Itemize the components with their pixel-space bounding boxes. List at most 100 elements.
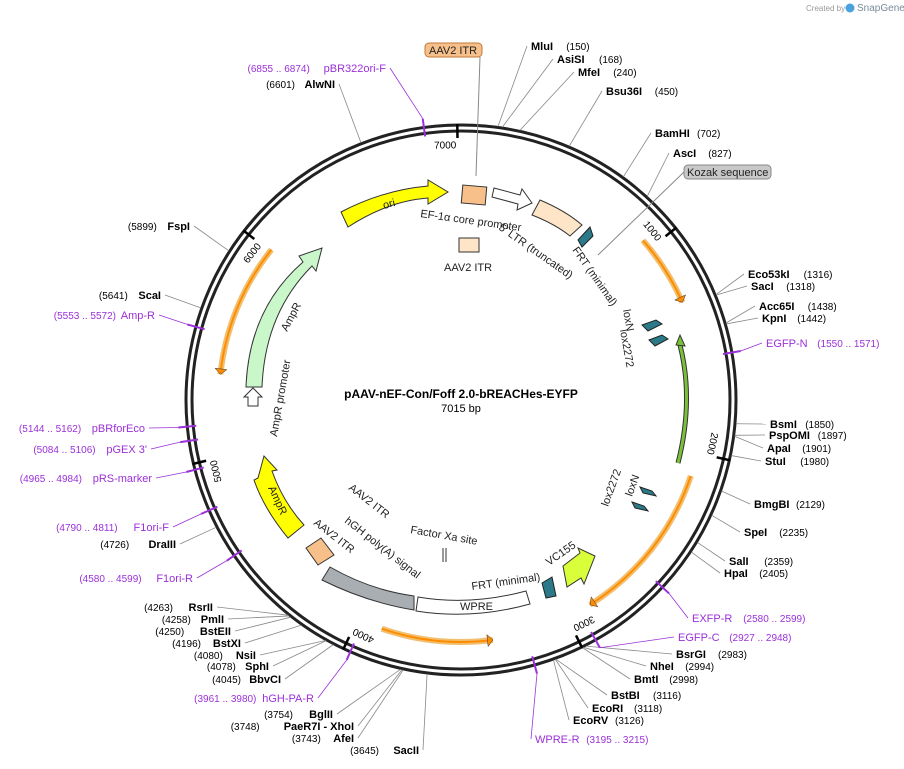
site-name[interactable]: ScaI — [138, 290, 161, 302]
site-name[interactable]: MfeI — [578, 67, 600, 79]
primer-name[interactable]: EXFP-R — [692, 613, 732, 625]
lox2272-bottom-label: lox2272 — [600, 468, 624, 508]
orf-arc-4[interactable] — [219, 248, 273, 375]
primer-range: (3961 .. 3980) — [194, 694, 256, 705]
primer-marker-1[interactable] — [722, 349, 741, 356]
orf-arc-3[interactable] — [381, 627, 494, 643]
primer-name[interactable]: WPRE-R — [535, 734, 580, 746]
primer-marker-2[interactable] — [655, 580, 670, 595]
site-name[interactable]: DraIII — [148, 539, 176, 551]
ori-arrow[interactable] — [340, 179, 449, 228]
orf-arc-2[interactable] — [589, 475, 692, 606]
ampr-arrow[interactable] — [245, 247, 323, 388]
site-name[interactable]: PaeR7I - XhoI — [284, 721, 354, 733]
primer-marker-4[interactable] — [531, 656, 538, 674]
site-position: (4078) — [207, 662, 236, 673]
aav2-itr-bottom-box[interactable] — [305, 537, 335, 566]
site-name[interactable]: BstBI — [611, 690, 640, 702]
site-name[interactable]: BmtI — [634, 674, 658, 686]
aav2-itr-mid-box[interactable] — [458, 237, 480, 253]
primer-marker-8[interactable] — [186, 466, 204, 473]
site-name[interactable]: SacII — [393, 745, 419, 757]
ampr-promoter-label: AmpR promoter — [268, 359, 293, 438]
primer-name[interactable]: EGFP-C — [678, 632, 720, 644]
primer-marker-6[interactable] — [226, 549, 243, 562]
credit-brand: SnapGene — [857, 3, 904, 14]
site-name[interactable]: SphI — [245, 661, 269, 673]
primer-name[interactable]: pBRforEco — [92, 423, 145, 435]
site-name[interactable]: NheI — [650, 661, 674, 673]
site-name[interactable]: PspOMI — [769, 430, 810, 442]
site-name[interactable]: SpeI — [744, 527, 767, 539]
breaches-arrow-head — [675, 333, 686, 347]
primer-name[interactable]: hGH-PA-R — [262, 693, 314, 705]
primer-name[interactable]: pGEX 3' — [106, 444, 147, 456]
primer-marker-11[interactable] — [186, 323, 205, 331]
site-name[interactable]: BstXI — [213, 638, 241, 650]
tick-label-5000: 5000 — [209, 458, 225, 483]
site-name[interactable]: ApaI — [767, 443, 791, 455]
site-name[interactable]: Acc65I — [759, 301, 794, 313]
primer-marker-3[interactable] — [590, 631, 601, 649]
lox2272-bottom-marker[interactable] — [639, 486, 658, 497]
primer-name[interactable]: F1ori-F — [134, 522, 170, 534]
site-name[interactable]: AlwNI — [304, 79, 335, 91]
primer-name[interactable]: pRS-marker — [93, 473, 153, 485]
site-leader-27 — [336, 668, 401, 715]
site-name[interactable]: BsrGI — [676, 649, 706, 661]
ef1a-promoter-arrow[interactable] — [491, 187, 533, 211]
orf-arc-4-head — [214, 367, 228, 375]
primer-name[interactable]: pBR322ori-F — [324, 63, 387, 75]
site-position: (3748) — [231, 722, 260, 733]
site-name[interactable]: SalI — [729, 556, 749, 568]
primer-marker-7[interactable] — [200, 505, 218, 515]
primer-marker-10[interactable] — [178, 424, 197, 429]
site-name[interactable]: Bsu36I — [606, 86, 642, 98]
site-position: (827) — [708, 149, 731, 160]
site-name[interactable]: AfeI — [333, 733, 354, 745]
aav2-itr-top-box[interactable] — [460, 184, 488, 206]
frt-bottom-marker[interactable] — [541, 576, 557, 599]
ltr-truncated-box[interactable] — [531, 199, 583, 237]
vc155-arrow[interactable] — [562, 547, 596, 588]
site-name[interactable]: BsmI — [770, 419, 797, 431]
primer-marker-9[interactable] — [179, 438, 199, 444]
site-name[interactable]: EcoRI — [592, 703, 623, 715]
site-name[interactable]: SacI — [751, 281, 774, 293]
site-name[interactable]: MluI — [531, 41, 553, 53]
site-position: (6601) — [266, 80, 295, 91]
wpre-box[interactable] — [415, 590, 531, 615]
aav2-itr-outer-box[interactable] — [424, 42, 483, 58]
site-name[interactable]: RsrII — [189, 602, 213, 614]
primer-name[interactable]: EGFP-N — [766, 338, 808, 350]
site-name[interactable]: PmlI — [201, 614, 224, 626]
lox2272-top-marker[interactable] — [648, 334, 669, 347]
ampr-promoter-arrow[interactable] — [242, 387, 264, 407]
site-name[interactable]: Eco53kI — [748, 269, 790, 281]
site-name[interactable]: AscI — [673, 148, 696, 160]
primer-name[interactable]: F1ori-R — [156, 573, 193, 585]
feature-arc-group — [214, 238, 694, 648]
site-name[interactable]: KpnI — [762, 313, 786, 325]
loxn-top-marker[interactable] — [641, 319, 663, 332]
primer-name[interactable]: Amp-R — [121, 310, 155, 322]
tick-mark-1000 — [664, 226, 678, 238]
site-name[interactable]: BglII — [309, 709, 333, 721]
breaches-arc[interactable] — [676, 344, 689, 464]
site-name[interactable]: AsiSI — [557, 54, 585, 66]
loxn-bottom-marker[interactable] — [631, 501, 650, 512]
site-name[interactable]: BbvCI — [249, 674, 281, 686]
site-name[interactable]: BstEII — [200, 626, 231, 638]
site-name[interactable]: StuI — [765, 456, 786, 468]
site-name[interactable]: FspI — [167, 221, 190, 233]
site-name[interactable]: EcoRV — [573, 715, 609, 727]
f1-ori-arrow[interactable] — [253, 455, 305, 539]
site-name[interactable]: NsiI — [236, 650, 256, 662]
site-name[interactable]: HpaI — [724, 568, 748, 580]
primer-marker-5[interactable] — [345, 643, 355, 661]
site-name[interactable]: BmgBI — [754, 499, 789, 511]
site-name[interactable]: BamHI — [655, 128, 690, 140]
frt-top-marker[interactable] — [577, 226, 594, 248]
primer-marker-0[interactable] — [421, 118, 427, 137]
hgh-polya-box[interactable] — [321, 566, 415, 611]
